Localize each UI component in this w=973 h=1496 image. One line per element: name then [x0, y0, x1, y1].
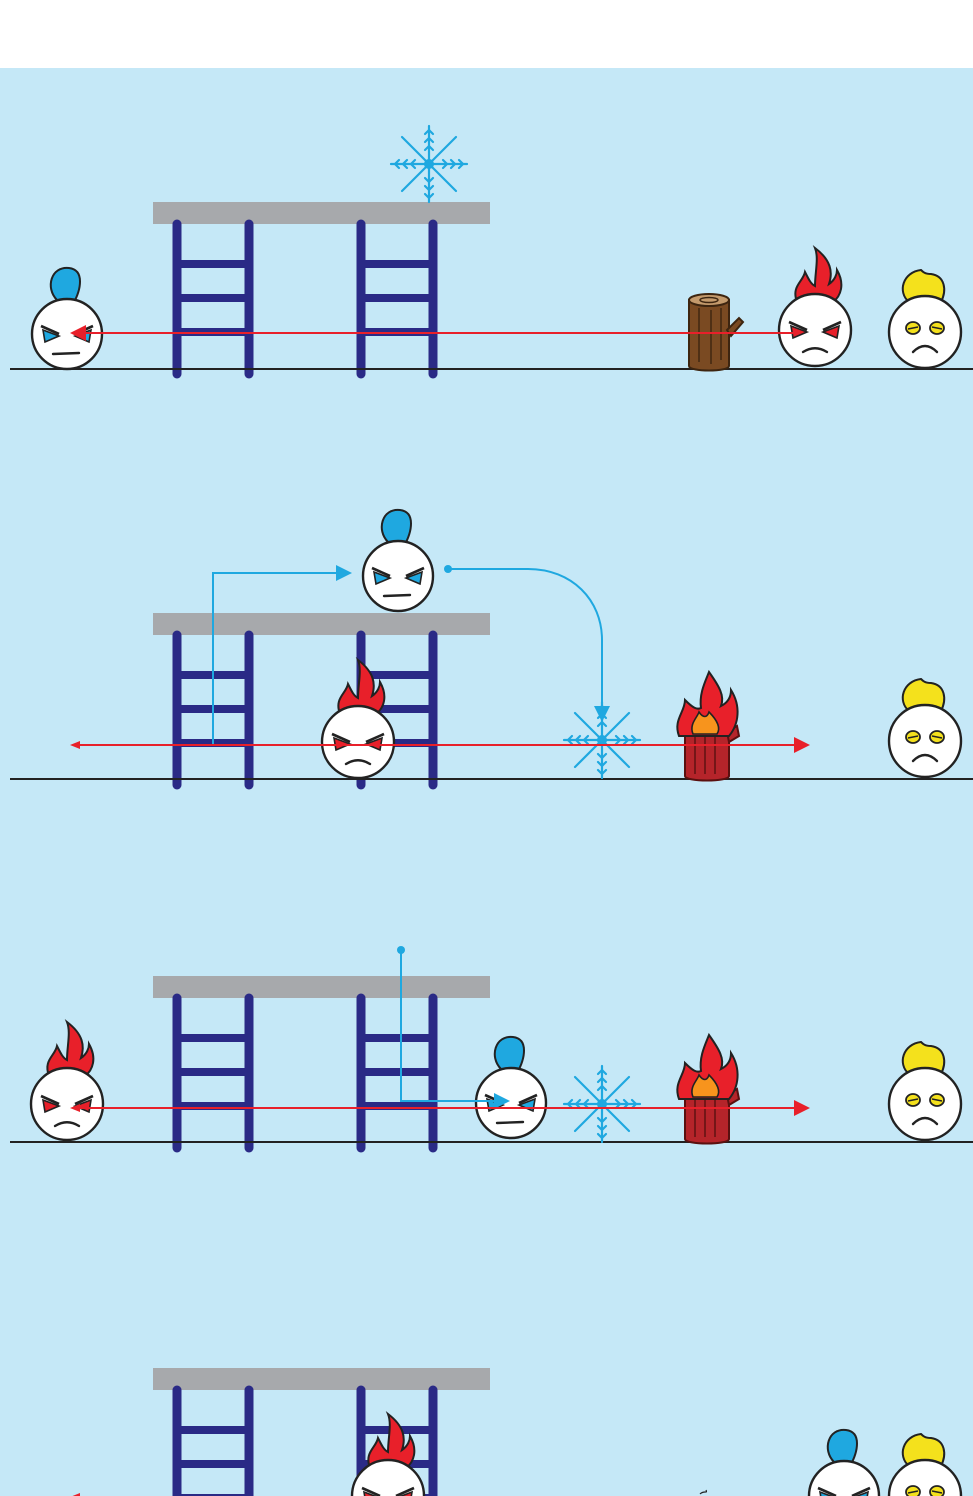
panel-1: [10, 124, 973, 374]
yellow-character: [887, 677, 963, 779]
ice-drop-path: [400, 950, 510, 1109]
table-platform: [153, 613, 490, 785]
ice-climb-path: [212, 565, 352, 744]
yellow-character: [887, 1432, 963, 1496]
table-platform: [153, 1368, 490, 1496]
fire-enemy: [777, 246, 853, 368]
scene-svg: [10, 124, 973, 1496]
table-platform: [153, 202, 490, 374]
panel-4: [72, 1368, 963, 1496]
burning-log-icon: [676, 671, 740, 782]
yellow-character: [887, 1040, 963, 1142]
snowflake-icon: [562, 1064, 642, 1144]
ice-hero: [807, 1428, 881, 1496]
ice-throw-path: [448, 568, 610, 722]
ice-hero: [361, 508, 435, 613]
yellow-character: [887, 268, 963, 370]
burning-log-icon: [676, 1034, 740, 1145]
fire-path-arrow: [72, 1493, 80, 1496]
ice-hero: [30, 266, 104, 371]
game-scene: [0, 68, 973, 1496]
panel-3: [10, 946, 973, 1148]
panel-2: [10, 508, 973, 785]
table-platform: [153, 976, 490, 1148]
ice-hero: [474, 1035, 548, 1140]
fire-enemy: [29, 1020, 105, 1142]
smoke-icon: [699, 1489, 708, 1495]
snowflake-icon: [389, 124, 469, 204]
